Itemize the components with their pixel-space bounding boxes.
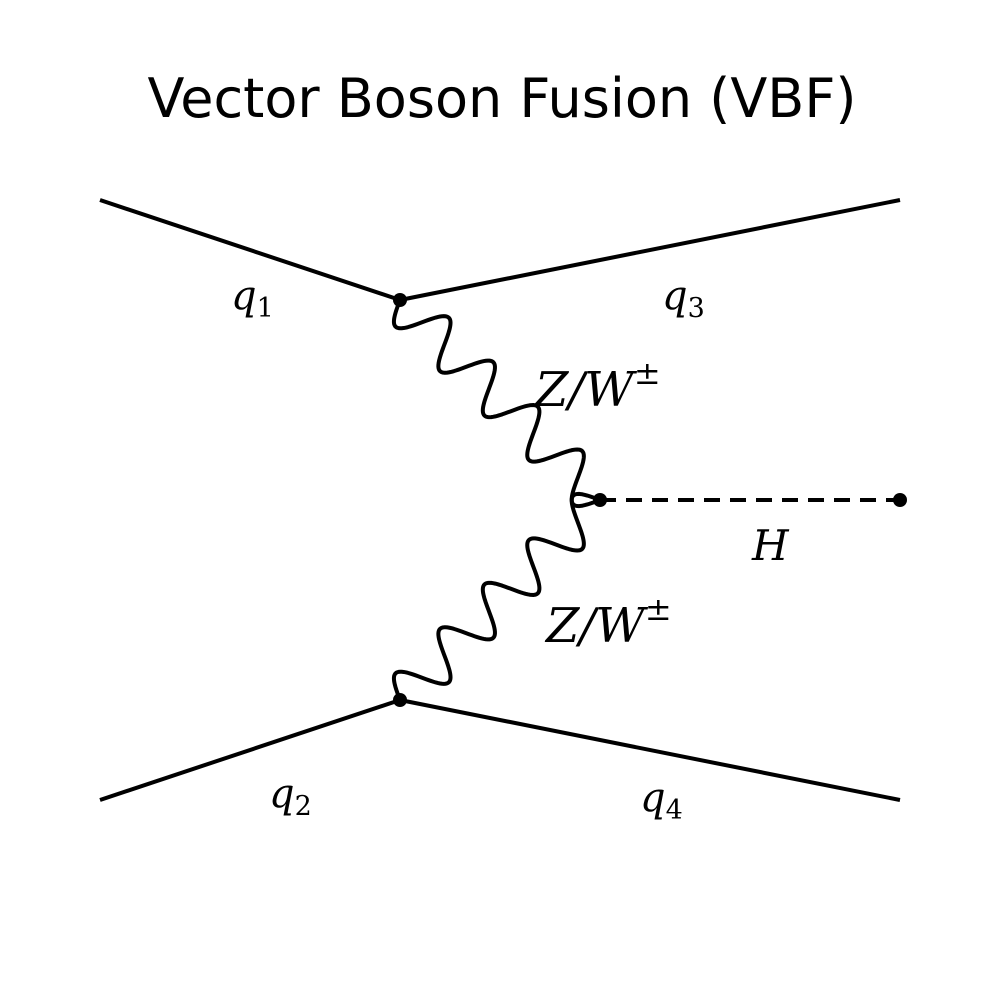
label-boson-upper: Z/W± (533, 354, 661, 418)
label-boson-lower: Z/W± (544, 590, 672, 654)
vertex-lower (393, 693, 407, 707)
quark-line-q4 (399, 698, 901, 802)
quark-line-q3 (399, 198, 901, 302)
label-q2: q2 (269, 771, 312, 822)
vertex-upper (393, 293, 407, 307)
diagram-title: Vector Boson Fusion (VBF) (148, 67, 857, 130)
higgs-endpoint (893, 493, 907, 507)
quark-line-q2 (99, 698, 401, 802)
boson-propagator-lower (391, 491, 602, 702)
label-q3: q3 (662, 273, 705, 324)
label-higgs: H (751, 521, 790, 570)
quark-line-q1 (99, 198, 401, 302)
label-q1: q1 (231, 273, 274, 324)
boson-propagator-upper (391, 298, 602, 509)
vertex-higgs (593, 493, 607, 507)
label-q4: q4 (640, 775, 683, 826)
